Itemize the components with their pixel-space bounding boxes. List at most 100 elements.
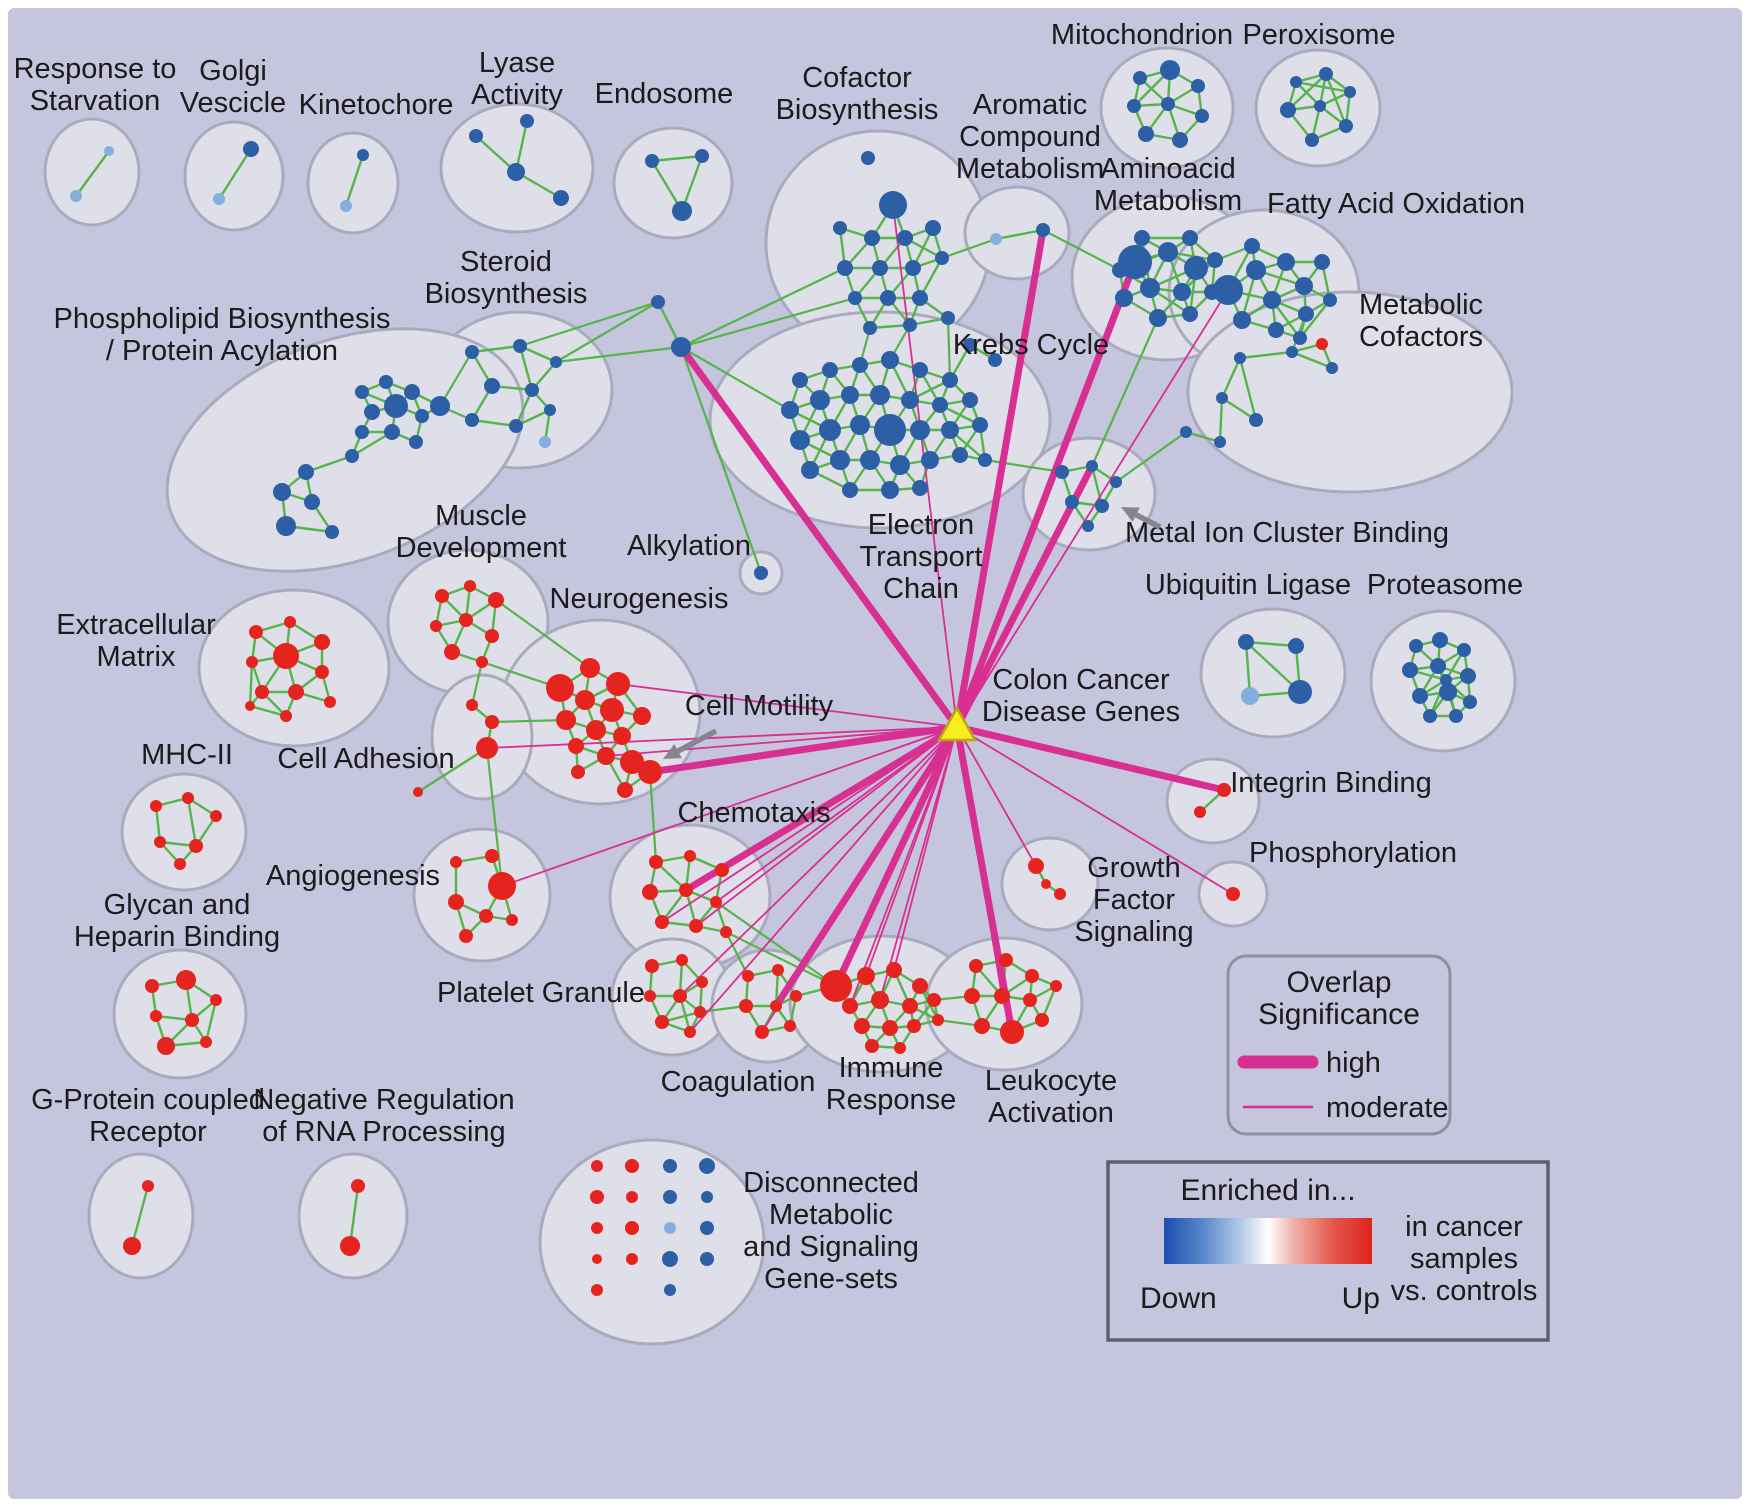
node-aminoacid-metabolism-11 [1207, 252, 1223, 268]
inter-cluster-edge [518, 300, 660, 348]
edge [304, 454, 354, 474]
node-muscle-development-7 [476, 656, 488, 668]
node-leukocyte-activation-1 [999, 953, 1013, 967]
edge [217, 147, 253, 201]
node-electron-transport-chain-4 [912, 362, 928, 378]
overlap-edge-moderate [617, 683, 958, 728]
cluster-ellipse-cell-adhesion [430, 673, 534, 801]
node-cofactor-biosynthesis-6 [837, 260, 853, 276]
node-metal-ion-cluster-binding-3 [1065, 495, 1079, 509]
cluster-ellipse-endosome [612, 126, 734, 240]
node-phospholipid-protein-acylation-4 [384, 394, 408, 418]
node-disconnected-gene-sets-0 [591, 1160, 603, 1172]
node-steroid-biosynthesis-0 [465, 345, 479, 359]
inter-cluster-edge [946, 316, 952, 382]
node-leukocyte-activation-7 [1000, 1020, 1024, 1044]
node-lyase-activity-2 [507, 163, 525, 181]
label-phospholipid-protein-acylation: Phospholipid Biosynthesis/ Protein Acyla… [54, 303, 391, 367]
node-leukocyte-activation-8 [1035, 1013, 1049, 1027]
node-steroid-biosynthesis-6 [509, 419, 523, 433]
node-muscle-development-5 [485, 629, 499, 643]
node-mitochondrion-0 [1133, 71, 1147, 85]
node-disconnected-gene-sets-8 [626, 1253, 638, 1265]
node-muscle-development-1 [464, 580, 476, 592]
edge [186, 796, 198, 848]
node-metabolic-cofactors-5 [1249, 413, 1263, 427]
node-lyase-activity-3 [553, 190, 569, 206]
node-electron-transport-chain-0 [792, 372, 808, 388]
inter-cluster-edge [714, 900, 838, 988]
node-fatty-acid-oxidation-10 [1293, 331, 1307, 345]
node-electron-transport-chain-1 [822, 362, 838, 378]
node-cofactor-biosynthesis-10 [848, 291, 862, 305]
node-aminoacid-metabolism-7 [1182, 306, 1198, 322]
node-fatty-acid-oxidation-4 [1263, 291, 1281, 309]
node-electron-transport-chain-23 [890, 455, 910, 475]
node-proteasome-11 [1440, 674, 1452, 686]
node-electron-transport-chain-25 [952, 447, 968, 463]
overlap-legend-box [1226, 954, 1452, 1136]
node-cell-adhesion-3 [413, 787, 423, 797]
node-electron-transport-chain-17 [910, 420, 930, 440]
cluster-ellipse-neurogenesis [498, 618, 702, 806]
node-steroid-biosynthesis-2 [550, 356, 562, 368]
node-glycan-heparin-binding-2 [210, 994, 222, 1006]
label-fatty-acid-oxidation: Fatty Acid Oxidation [1267, 188, 1525, 220]
node-immune-response-7 [927, 993, 941, 1007]
node-electron-transport-chain-12 [962, 392, 978, 408]
node-growth-factor-signaling-2 [1054, 888, 1066, 900]
node-mhc-ii-3 [154, 836, 166, 848]
node-electron-transport-chain-24 [921, 451, 939, 469]
node-neurogenesis-7 [613, 727, 631, 745]
cluster-ellipse-angiogenesis [412, 827, 552, 963]
node-coagulation-5 [755, 1025, 769, 1039]
node-proteasome-10 [1449, 709, 1463, 723]
node-neurogenesis-11 [620, 750, 644, 774]
inter-cluster-edge [554, 300, 660, 364]
node-coagulation-1 [772, 964, 784, 976]
label-angiogenesis: Angiogenesis [266, 860, 440, 892]
node-junction-nodes-1 [671, 337, 691, 357]
node-immune-response-12 [865, 1039, 879, 1053]
node-proteasome-7 [1439, 683, 1457, 701]
node-electron-transport-chain-14 [819, 419, 841, 441]
edge [994, 228, 1045, 241]
node-phospholipid-protein-acylation-14 [276, 516, 296, 536]
node-extracellular-matrix-0 [249, 625, 263, 639]
node-disconnected-gene-sets-16 [700, 1221, 714, 1235]
node-cofactor-biosynthesis-1 [879, 191, 907, 219]
node-leukocyte-activation-4 [994, 988, 1010, 1004]
node-mitochondrion-4 [1161, 97, 1175, 111]
label-krebs-cycle: Krebs Cycle [953, 329, 1109, 361]
label-platelet-granule: Platelet Granule [437, 977, 645, 1009]
node-chemotaxis-4 [679, 883, 693, 897]
node-chemotaxis-3 [642, 884, 658, 900]
node-phospholipid-protein-acylation-3 [364, 404, 380, 420]
node-electron-transport-chain-18 [941, 421, 959, 439]
overlap-legend-item-high: high [1326, 1047, 1381, 1079]
node-phospholipid-protein-acylation-0 [355, 385, 369, 399]
edge [1238, 350, 1294, 360]
node-fatty-acid-oxidation-11 [1323, 293, 1337, 307]
overlap-edge-high [953, 462, 1096, 731]
node-disconnected-gene-sets-10 [663, 1190, 677, 1204]
overlap-edges [486, 204, 1234, 1036]
cluster-ellipse-metabolic-cofactors [1186, 290, 1514, 494]
node-phospholipid-protein-acylation-7 [384, 424, 400, 440]
node-phospholipid-protein-acylation-11 [298, 464, 314, 480]
edge [1218, 396, 1224, 444]
label-kinetochore: Kinetochore [299, 89, 454, 121]
pointer-arrows [663, 507, 1162, 759]
overlap-edge-moderate [956, 726, 1234, 895]
cluster-ellipse-ubiquitin-ligase [1199, 607, 1347, 739]
cluster-ellipse-disconnected-gene-sets [538, 1138, 766, 1346]
node-platelet-granule-3 [644, 990, 656, 1002]
node-chemotaxis-0 [649, 855, 663, 869]
